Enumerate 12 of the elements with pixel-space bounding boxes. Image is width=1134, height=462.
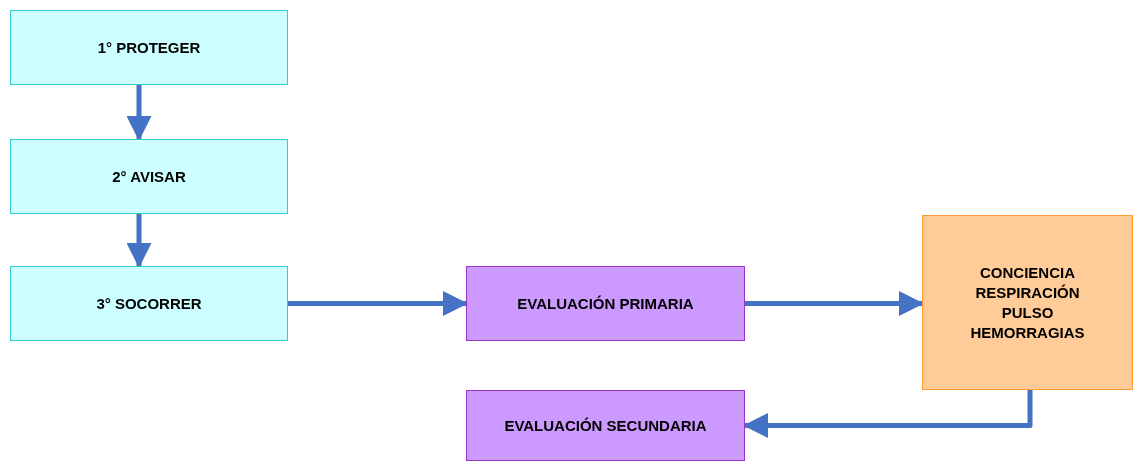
process-box: [10, 139, 288, 214]
box-label: 3° SOCORRER: [96, 293, 202, 314]
box-label: 2° AVISAR: [112, 166, 186, 187]
process-box: [466, 266, 745, 341]
box-label: EVALUACIÓN PRIMARIA: [517, 293, 694, 314]
process-box: [922, 215, 1133, 390]
process-box: [466, 390, 745, 461]
box-label: EVALUACIÓN SECUNDARIA: [504, 415, 707, 436]
box-label: CONCIENCIA RESPIRACIÓN PULSO HEMORRAGIAS: [969, 262, 1086, 343]
process-box: [10, 266, 288, 341]
box-label: 1° PROTEGER: [97, 37, 201, 58]
process-box: [10, 10, 288, 85]
